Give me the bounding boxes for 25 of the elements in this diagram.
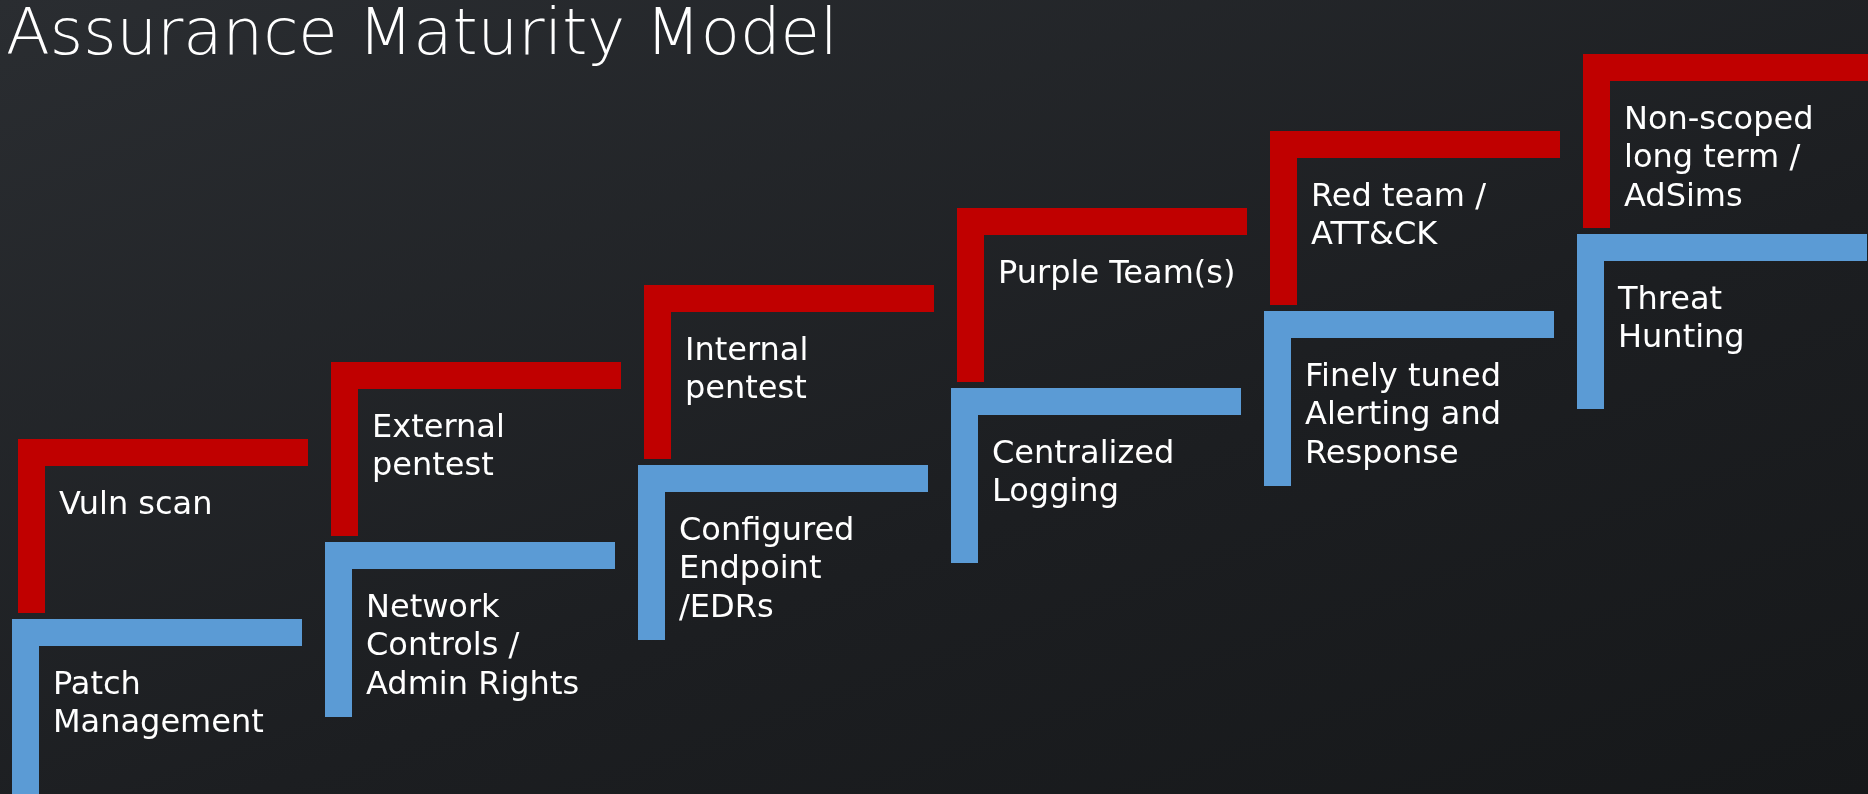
- step-label: Internal pentest: [685, 330, 810, 407]
- step-label: Red team / ATT&CK: [1311, 176, 1487, 253]
- step-label: Centralized Logging: [992, 433, 1176, 510]
- step-bracket: [18, 439, 308, 613]
- step-label: Patch Management: [53, 664, 265, 741]
- step-label: Threat Hunting: [1618, 279, 1746, 356]
- step-label: Purple Team(s): [998, 253, 1237, 292]
- step-bracket: [957, 208, 1247, 382]
- step-bracket: [1577, 234, 1867, 409]
- step-label: Network Controls / Admin Rights: [366, 587, 581, 703]
- step-label: External pentest: [372, 407, 506, 484]
- step-label: Finely tuned Alerting and Response: [1305, 356, 1503, 472]
- step-bracket: [331, 362, 621, 536]
- step-bracket: [12, 619, 302, 794]
- title: Assurance Maturity Model: [6, 0, 838, 64]
- step-label: Vuln scan: [59, 484, 214, 523]
- step-bracket: [644, 285, 934, 459]
- step-bracket: [1583, 54, 1868, 228]
- step-bracket: [638, 465, 928, 640]
- step-bracket: [325, 542, 615, 717]
- step-label: Non-scoped long term / AdSims: [1624, 99, 1815, 215]
- step-bracket: [1270, 131, 1560, 305]
- step-label: Configured Endpoint /EDRs: [679, 510, 856, 626]
- step-bracket: [951, 388, 1241, 563]
- step-bracket: [1264, 311, 1554, 486]
